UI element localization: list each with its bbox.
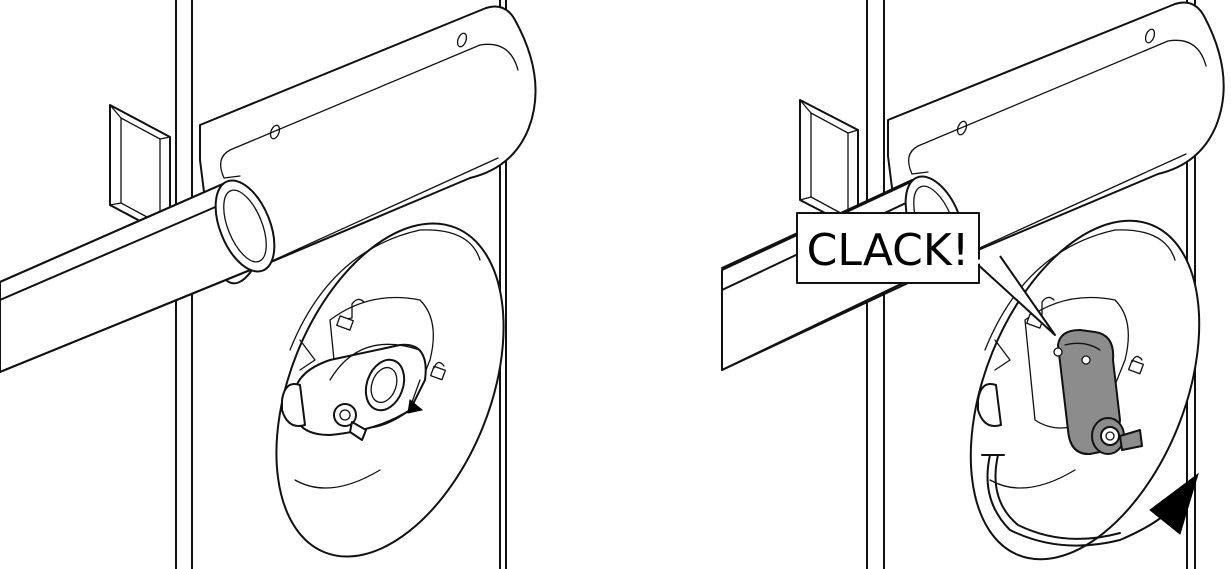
callout-text: CLACK!: [807, 225, 970, 276]
right-panel: CLACK!: [722, 0, 1231, 569]
knob: [978, 384, 1001, 426]
knob: [282, 384, 305, 426]
left-panel: [0, 0, 548, 569]
